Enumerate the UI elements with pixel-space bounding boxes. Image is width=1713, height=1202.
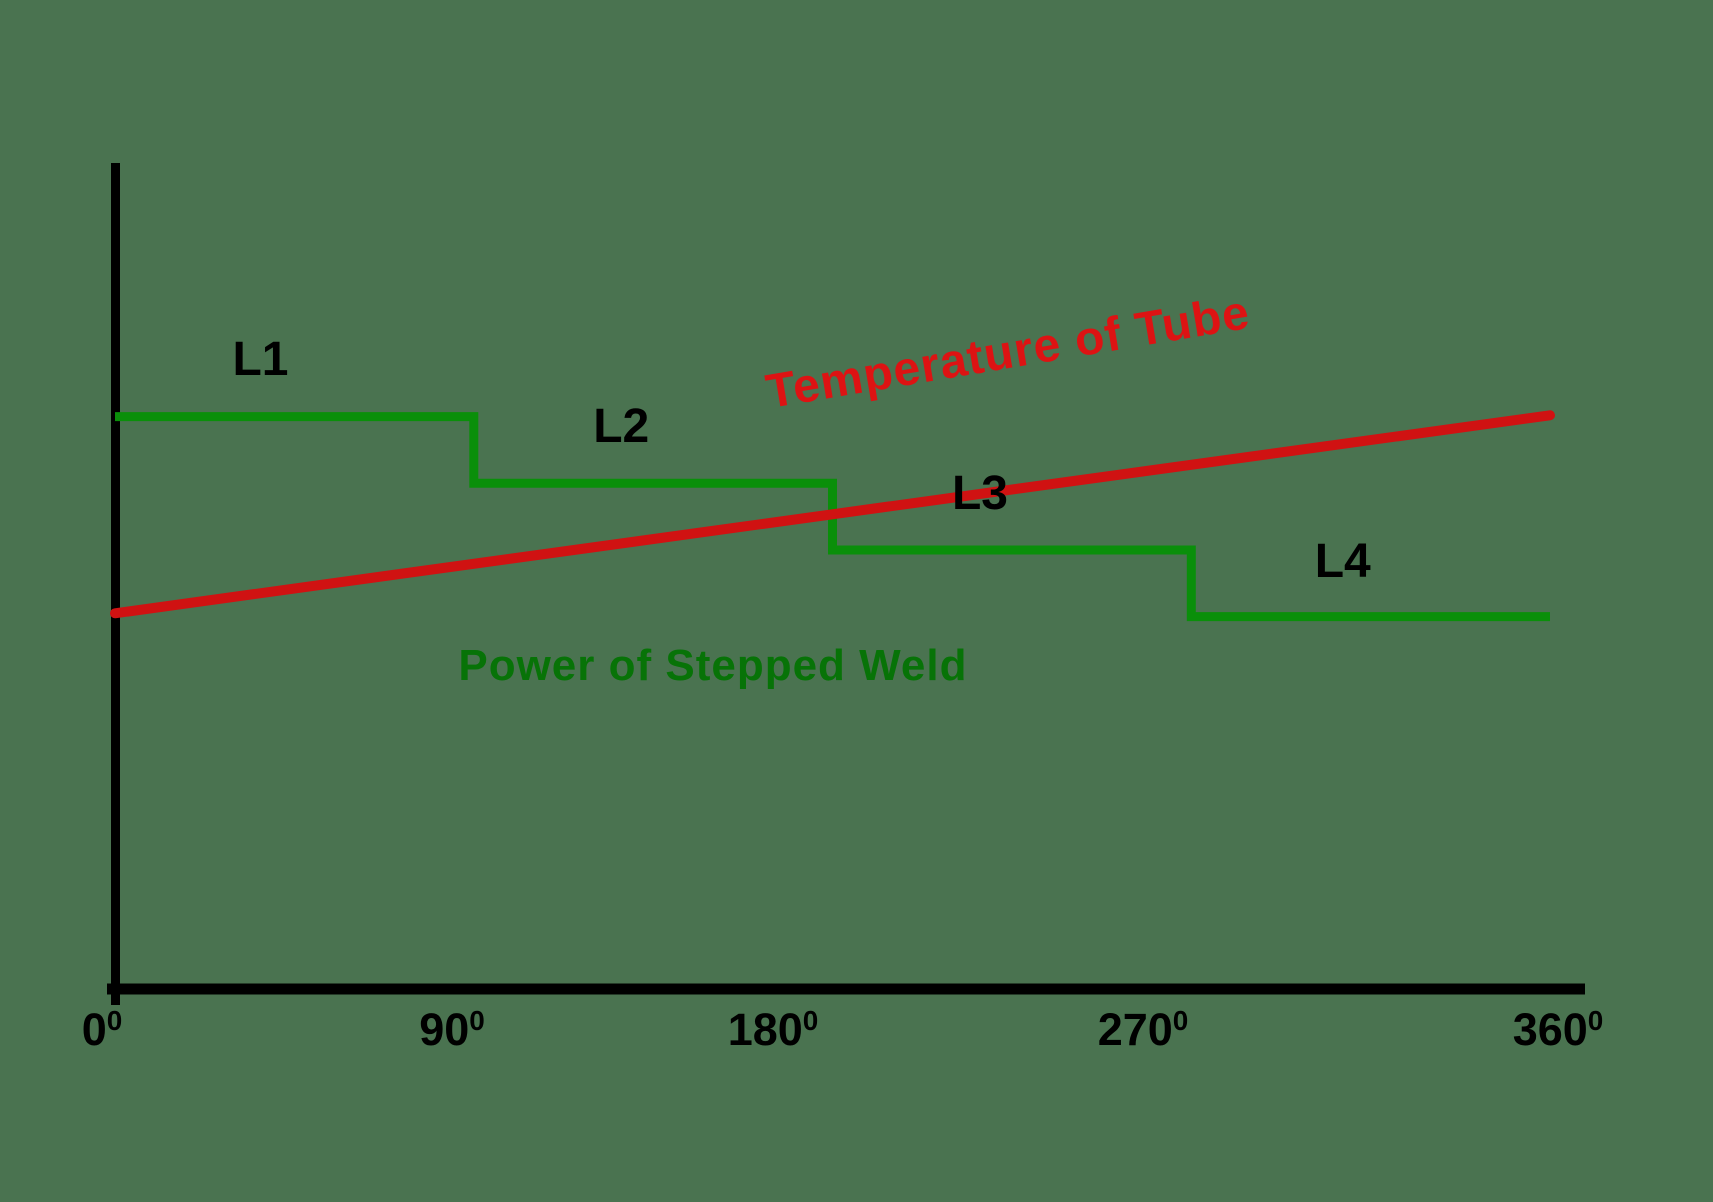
x-tick-value: 270 (1097, 1004, 1173, 1055)
temperature-line (110, 410, 1555, 619)
x-tick-4: 3600 (1512, 1004, 1604, 1055)
x-tick-superscript: 0 (802, 1004, 819, 1036)
x-tick-3: 2700 (1097, 1004, 1189, 1055)
step-label-l1: L1 (232, 332, 289, 386)
x-tick-value: 0 (81, 1004, 107, 1055)
x-tick-value: 360 (1512, 1004, 1588, 1055)
step-label-l2: L2 (593, 399, 650, 453)
x-tick-superscript: 0 (469, 1004, 485, 1036)
x-tick-value: 90 (419, 1004, 470, 1055)
x-tick-value: 180 (727, 1004, 803, 1055)
x-tick-1: 900 (419, 1004, 485, 1055)
step-label-l3: L3 (951, 466, 1008, 520)
x-tick-0: 00 (81, 1004, 123, 1055)
x-tick-superscript: 0 (1172, 1004, 1189, 1036)
step-label-l4: L4 (1314, 534, 1371, 588)
x-tick-superscript: 0 (1587, 1004, 1604, 1036)
power-series-label: Power of Stepped Weld (458, 640, 968, 690)
x-tick-superscript: 0 (106, 1004, 123, 1036)
x-tick-2: 1800 (727, 1004, 819, 1055)
